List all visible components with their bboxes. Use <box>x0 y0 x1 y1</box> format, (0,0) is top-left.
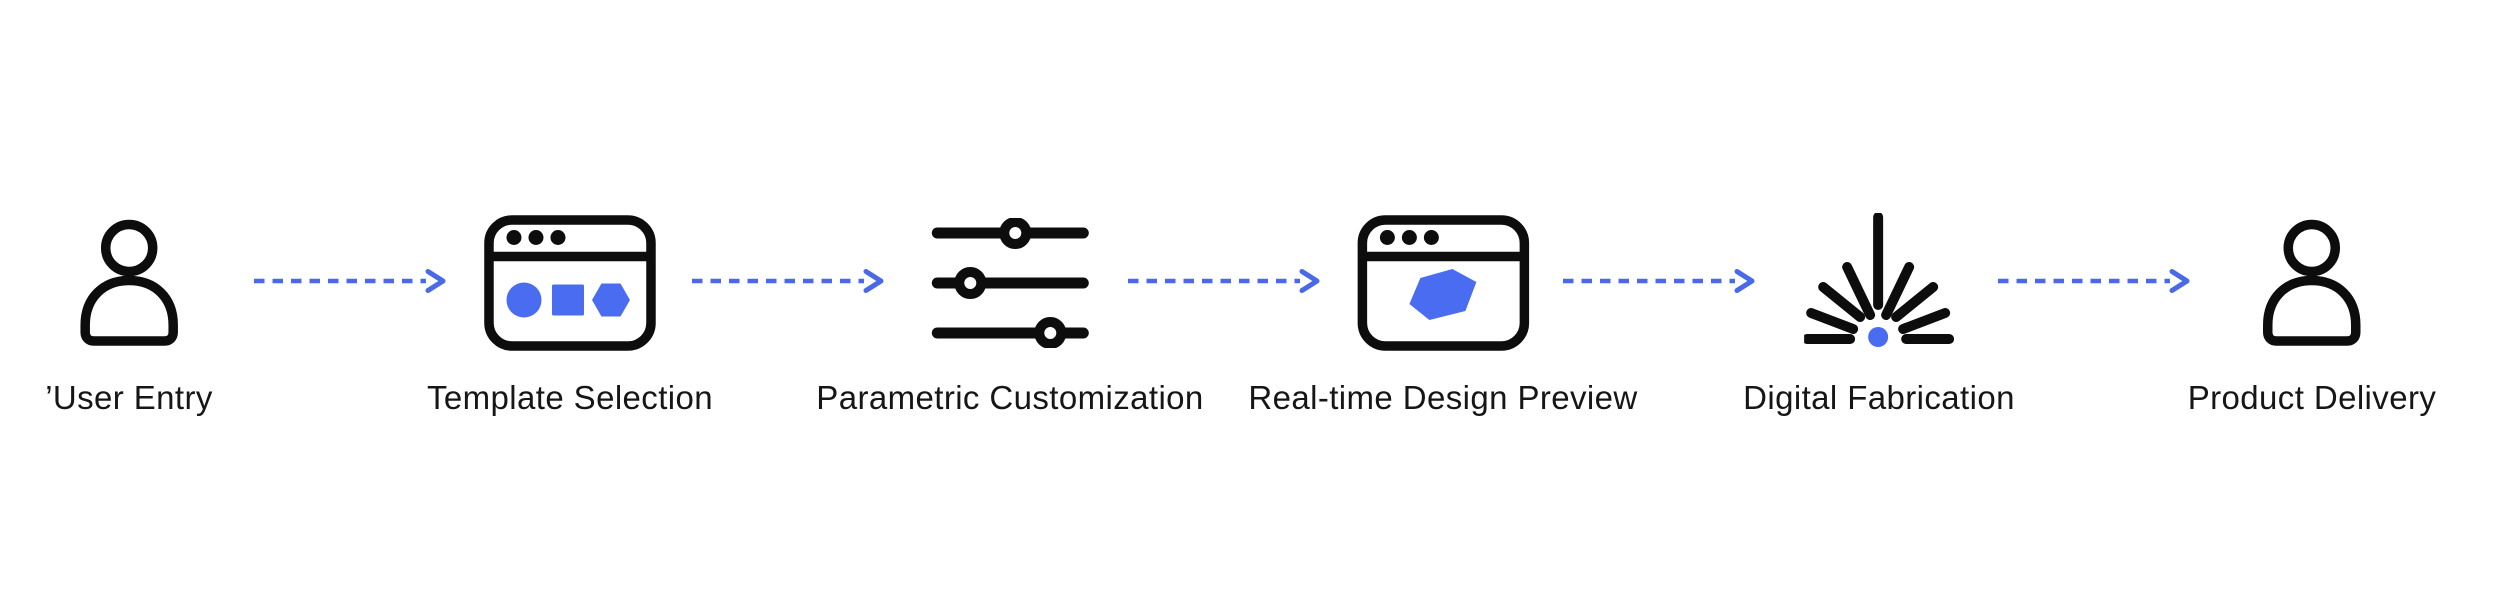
dashed-arrow-icon <box>1563 269 1755 293</box>
step-digital-fabrication: Digital Fabrication <box>1743 213 2015 416</box>
step-product-delivery: Product Delivery <box>2188 215 2437 416</box>
dashed-arrow-icon <box>692 269 884 293</box>
step-label: Real-time Design Preview <box>1248 379 1638 416</box>
step-label: Parametric Customization <box>816 379 1204 416</box>
step-realtime-design-preview: Real-time Design Preview <box>1248 215 1637 416</box>
step-label: ’User Entry <box>45 379 213 416</box>
step-label: Product Delivery <box>2187 379 2437 416</box>
step-template-selection: Template Selection <box>427 215 713 416</box>
user-icon <box>2257 215 2367 351</box>
laser-burst-icon <box>1804 213 1954 351</box>
step-parametric-customization: Parametric Customization <box>816 215 1203 416</box>
user-icon <box>74 215 184 351</box>
design-preview-browser-icon <box>1357 215 1529 351</box>
step-user-entry: ’User Entry <box>45 215 213 416</box>
dashed-arrow-icon <box>1128 269 1320 293</box>
step-label: Template Selection <box>426 379 714 416</box>
dashed-arrow-icon <box>254 269 446 293</box>
sliders-icon <box>930 215 1090 351</box>
dashed-arrow-icon <box>1998 269 2190 293</box>
step-label: Digital Fabrication <box>1743 379 2015 416</box>
template-browser-icon <box>484 215 656 351</box>
